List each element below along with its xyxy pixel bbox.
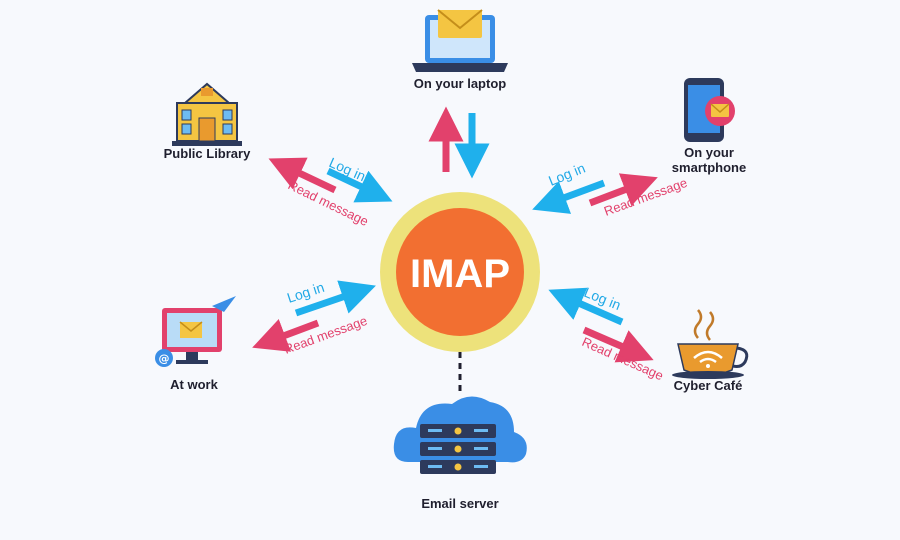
library-icon — [172, 82, 242, 146]
laptop-label: On your laptop — [414, 76, 507, 91]
smartphone-icon — [684, 78, 735, 142]
svg-text:@: @ — [159, 352, 170, 365]
work-login-arrow — [294, 280, 376, 317]
library-label: Public Library — [164, 146, 251, 161]
smartphone-login-label: Log in — [546, 160, 587, 189]
imap-label: IMAP — [410, 252, 510, 296]
cafe-read-label: Read message — [580, 334, 666, 383]
smartphone-read-arrow — [588, 173, 658, 207]
smartphone-login-arrow — [532, 179, 606, 214]
library-read-arrow — [268, 157, 337, 194]
server-cloud-icon — [393, 396, 527, 474]
laptop-icon — [412, 9, 508, 72]
server-label: Email server — [421, 496, 498, 511]
imap-core — [396, 208, 524, 336]
cafe-login-arrow — [548, 287, 624, 326]
cafe-label: Cyber Café — [674, 378, 743, 393]
library-login-arrow — [326, 167, 393, 203]
smartphone-label-line2: smartphone — [672, 160, 746, 175]
work-read-arrow — [252, 319, 320, 352]
workstation-icon: @ — [155, 296, 236, 367]
work-label: At work — [170, 377, 218, 392]
cafe-read-arrow — [582, 326, 654, 363]
smartphone-label-line1: On your — [684, 145, 734, 160]
coffee-cup-icon — [672, 309, 749, 379]
imap-hub: IMAP — [380, 192, 540, 352]
